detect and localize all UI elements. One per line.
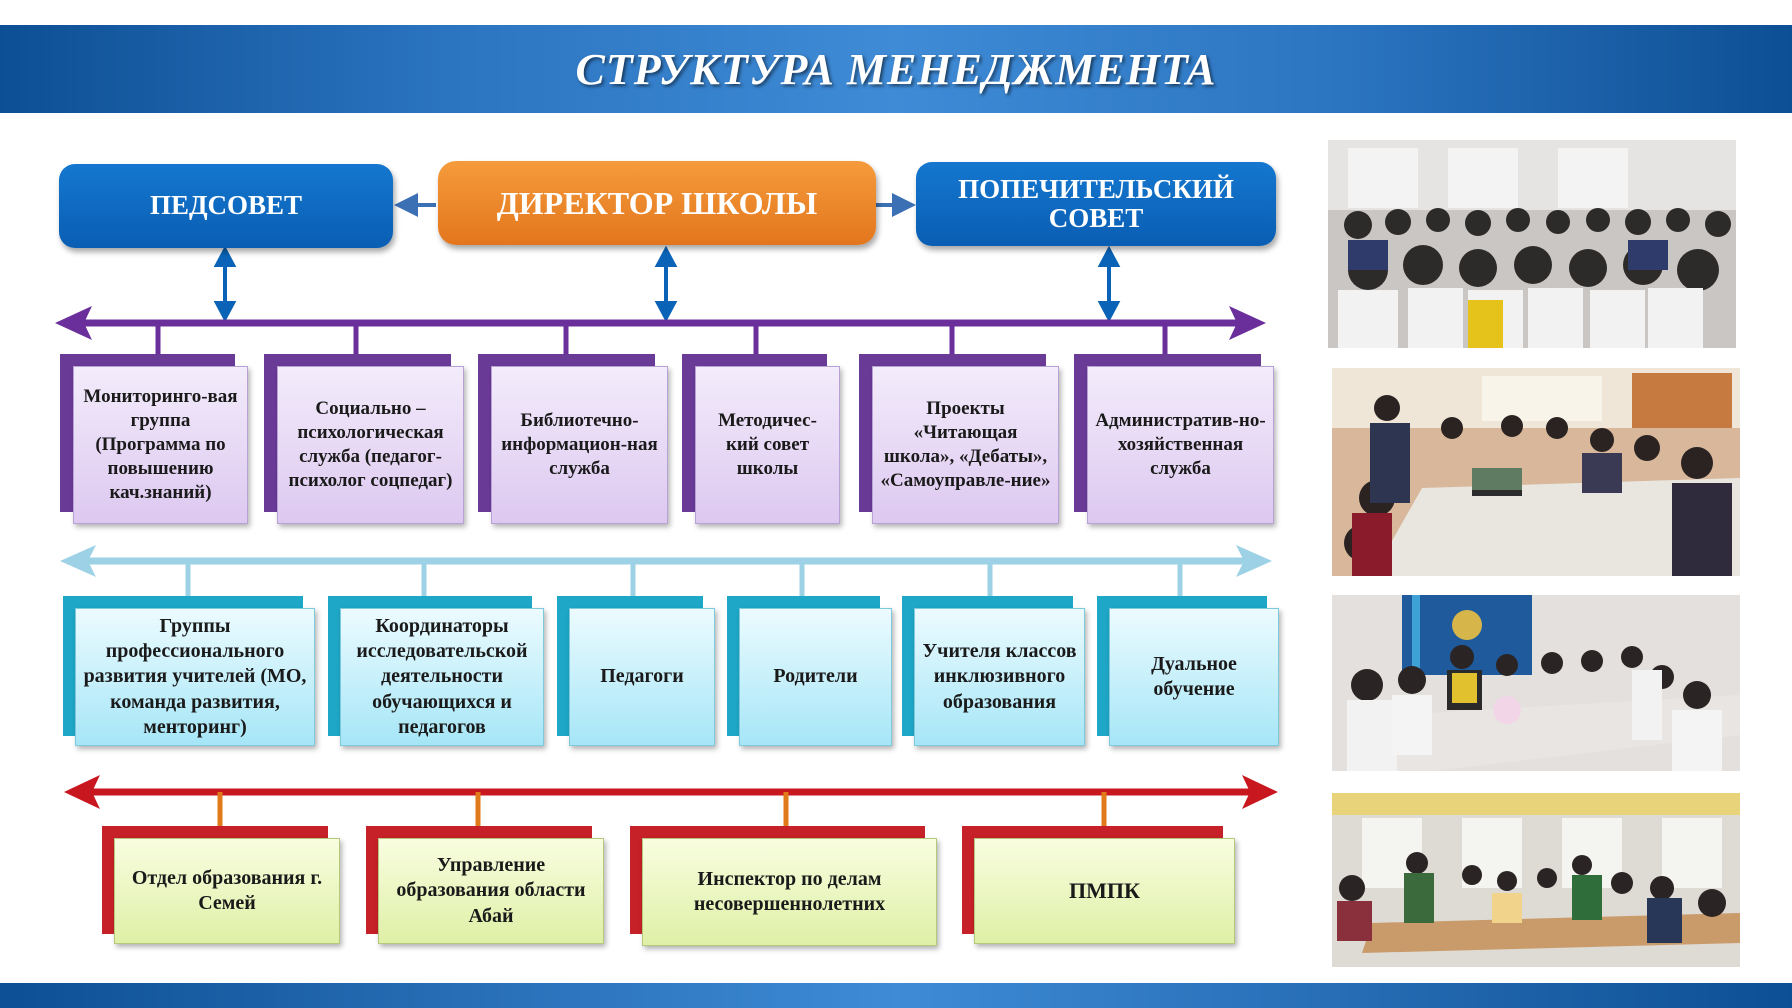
header-banner: СТРУКТУРА МЕНЕДЖМЕНТА <box>0 25 1792 113</box>
card-label: Дуальное обучение <box>1109 608 1279 746</box>
card-label: Учителя классов инклюзивного образования <box>914 608 1085 746</box>
trustee-council-label: ПОПЕЧИТЕЛЬСКИЙ СОВЕТ <box>958 173 1234 233</box>
card-label: Отдел образования г. Семей <box>114 838 340 944</box>
card-label: Координаторы исследовательской деятельно… <box>340 608 544 746</box>
trustee-council-box: ПОПЕЧИТЕЛЬСКИЙ СОВЕТ <box>916 162 1276 246</box>
card-dual-education: Дуальное обучение <box>1097 596 1279 746</box>
red-double-arrow <box>64 775 1278 828</box>
assembly-photo <box>1328 140 1736 348</box>
card-label: Родители <box>739 608 892 746</box>
card-education-department: Отдел образования г. Семей <box>102 826 340 944</box>
card-label: Социально – психологическая служба (педа… <box>277 366 464 524</box>
page-title: СТРУКТУРА МЕНЕДЖМЕНТА <box>575 44 1217 94</box>
card-projects: Проекты «Читающая школа», «Дебаты», «Сам… <box>859 354 1059 524</box>
card-label: Библиотечно-информацион-ная служба <box>491 366 668 524</box>
card-prof-development-groups: Группы профессионального развития учител… <box>63 596 315 746</box>
card-social-psych-service: Социально – психологическая служба (педа… <box>264 354 464 524</box>
card-label: Методичес-кий совет школы <box>695 366 840 524</box>
card-admin-service: Административ-но-хозяйственная служба <box>1074 354 1274 524</box>
card-monitoring-group: Мониторинго-вая группа (Программа по пов… <box>60 354 248 524</box>
card-label: Управление образования области Абай <box>378 838 604 944</box>
footer-bar <box>0 983 1792 1008</box>
card-regional-education-office: Управление образования области Абай <box>366 826 604 944</box>
card-parents: Родители <box>727 596 892 746</box>
card-inclusive-teachers: Учителя классов инклюзивного образования <box>902 596 1085 746</box>
card-label: Мониторинго-вая группа (Программа по пов… <box>73 366 248 524</box>
card-label: ПМПК <box>974 838 1235 944</box>
card-methodical-council: Методичес-кий совет школы <box>682 354 840 524</box>
card-label: Группы профессионального развития учител… <box>75 608 315 746</box>
purple-double-arrow <box>55 306 1266 358</box>
card-label: Педагоги <box>569 608 715 746</box>
parents-meeting-photo <box>1332 793 1740 967</box>
card-pmpk: ПМПК <box>962 826 1235 944</box>
pedsovet-label: ПЕДСОВЕТ <box>149 190 303 221</box>
cyan-double-arrow <box>60 545 1272 598</box>
card-label: Проекты «Читающая школа», «Дебаты», «Сам… <box>872 366 1059 524</box>
teachers-meeting-photo <box>1332 368 1740 576</box>
director-box: ДИРЕКТОР ШКОЛЫ <box>438 161 876 245</box>
roundtable-photo <box>1332 595 1740 771</box>
director-label: ДИРЕКТОР ШКОЛЫ <box>496 184 818 221</box>
card-research-coordinators: Координаторы исследовательской деятельно… <box>328 596 544 746</box>
card-label: Инспектор по делам несовершеннолетних <box>642 838 937 946</box>
card-juvenile-inspector: Инспектор по делам несовершеннолетних <box>630 826 937 946</box>
card-label: Административ-но-хозяйственная служба <box>1087 366 1274 524</box>
card-teachers: Педагоги <box>557 596 715 746</box>
pedsovet-box: ПЕДСОВЕТ <box>59 164 393 248</box>
card-library-service: Библиотечно-информацион-ная служба <box>478 354 668 524</box>
